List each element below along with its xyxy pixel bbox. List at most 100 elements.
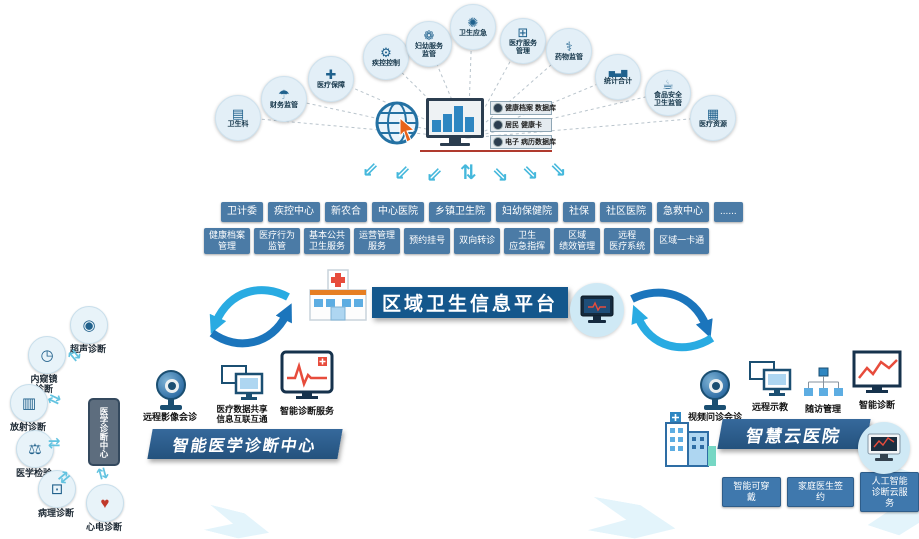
org-button[interactable]: 中心医院 [372, 202, 424, 222]
flower-icon: ❁ [423, 28, 435, 44]
org-button[interactable]: 乡镇卫生院 [429, 202, 491, 222]
node-health-section: ▤ 卫生科 [215, 95, 261, 141]
watermark-chevron [588, 497, 679, 539]
burst-icon: ✺ [467, 15, 479, 31]
node-maternal-child-supervision: ❁ 妇幼服务 监管 [406, 21, 452, 67]
diagnosis-center-banner: 智能医学诊断中心 [147, 429, 343, 459]
ecg-monitor-icon [280, 350, 334, 399]
webcam-icon [698, 370, 732, 410]
flow-arrow-down-right-icon: ⇘ [522, 162, 539, 184]
node-label: 药物监管 [555, 54, 583, 62]
ai-cloud-service-button[interactable]: 人工智能 诊断云服务 [860, 472, 919, 513]
org-button[interactable]: 妇幼保健院 [496, 202, 558, 222]
org-button[interactable]: 卫计委 [221, 202, 263, 222]
platform-service-button[interactable]: 区域一卡通 [654, 228, 710, 254]
wearable-button[interactable]: 智能可穿戴 [722, 477, 781, 507]
node-label: 统计合计 [604, 77, 632, 85]
flow-arrow-up-down-icon: ⇅ [460, 162, 477, 184]
diagnosis-hub-label: 医学诊断中心 [99, 406, 109, 458]
platform-monitor-badge [570, 283, 624, 337]
db-label: 居民 健康卡 [505, 122, 542, 129]
database-icon [493, 137, 503, 147]
cycle-arrows-right [630, 288, 715, 352]
platform-service-button[interactable]: 医疗行为 监管 [254, 228, 301, 254]
platform-service-button[interactable]: 基本公共 卫生服务 [304, 228, 351, 254]
dashboard-monitor-icon [426, 98, 484, 146]
node-finance-supervision: ☂ 财务监管 [261, 76, 307, 122]
org-button[interactable]: 急救中心 [657, 202, 709, 222]
flow-arrow-down-right-icon: ⇘ [492, 164, 509, 186]
heart-icon: ♥ [100, 494, 110, 512]
desk-line [420, 150, 552, 152]
xray-film-icon: ▥ [21, 395, 37, 412]
sat-label: 内窥镜 诊断 [30, 374, 58, 395]
node-drug-supervision: ⚕ 药物监管 [546, 28, 592, 74]
cloud-hospital-banner: 智慧云医院 [717, 419, 871, 449]
platform-service-button[interactable]: 区域 绩效管理 [554, 228, 601, 254]
org-button[interactable]: 新农合 [325, 202, 367, 222]
flow-arrow-down-left-icon: ⇙ [426, 164, 443, 186]
org-button-more[interactable]: ...... [714, 202, 743, 222]
platform-service-button[interactable]: 运营管理 服务 [354, 228, 401, 254]
dual-monitors-icon [221, 365, 264, 400]
node-label: 疾控控制 [372, 60, 400, 68]
service-label: 智能诊断服务 [279, 406, 334, 416]
database-emr: 电子 病历数据库 [490, 135, 556, 149]
sat-pathology: ⊡ [38, 470, 76, 508]
node-health-emergency: ✺ 卫生应急 [450, 4, 496, 50]
chart-monitor-icon [852, 350, 902, 393]
org-button[interactable]: 社区医院 [600, 202, 652, 222]
watermark-chevron [204, 505, 272, 539]
platform-service-button[interactable]: 双向转诊 [454, 228, 501, 254]
hospital-icon [309, 269, 367, 321]
sat-label: 超声诊断 [69, 344, 106, 354]
platform-title-banner: 区域卫生信息平台 [372, 287, 568, 318]
cloud-hospital-buttons: 智能可穿戴 家庭医生签约 人工智能 诊断云服务 [722, 472, 919, 513]
building-icon: ▦ [706, 106, 720, 122]
dual-monitors-icon [749, 361, 792, 396]
pill-icon: ⚕ [565, 39, 573, 55]
platform-service-row: 健康档案 管理 医疗行为 监管 基本公共 卫生服务 运营管理 服务 预约挂号 双… [204, 228, 710, 254]
service-label: 远程影像会诊 [142, 412, 197, 422]
pathology-icon: ⊡ [50, 481, 64, 498]
service-label: 随访管理 [804, 404, 841, 414]
umbrella-icon: ☂ [278, 87, 290, 103]
family-doctor-button[interactable]: 家庭医生签约 [786, 477, 855, 507]
sat-ecg: ♥ [86, 484, 124, 522]
node-food-safety: ☕ 食品安全 卫生监管 [645, 70, 691, 116]
org-button[interactable]: 社保 [563, 202, 595, 222]
organization-row: 卫计委 疾控中心 新农合 中心医院 乡镇卫生院 妇幼保健院 社保 社区医院 急救… [221, 202, 743, 222]
video-monitor-icon [580, 295, 614, 323]
node-medical-service-management: ⊞ 医疗服务 管理 [500, 18, 546, 64]
chart-screen-icon [867, 433, 901, 461]
flow-arrow-down-left-icon: ⇙ [362, 159, 379, 181]
webcam-icon [154, 370, 188, 410]
platform-title: 区域卫生信息平台 [381, 294, 558, 315]
platform-service-button[interactable]: 卫生 应急指挥 [504, 228, 551, 254]
org-button[interactable]: 疾控中心 [268, 202, 320, 222]
service-label: 远程示教 [751, 402, 788, 412]
node-label: 妇幼服务 监管 [415, 43, 443, 58]
cloud-monitor-badge [858, 422, 910, 474]
service-label: 医疗数据共享 信息互联互通 [216, 404, 268, 425]
db-label: 健康档案 数据库 [505, 105, 556, 112]
cycle-arrows-left [209, 286, 292, 348]
cursor-icon [399, 118, 416, 142]
diagnosis-hub-phone: 医学诊断中心 [88, 398, 120, 466]
node-label: 食品安全 卫生监管 [654, 92, 682, 107]
database-health-records: 健康档案 数据库 [490, 101, 556, 115]
node-medical-insurance: ✚ 医疗保障 [308, 56, 354, 102]
sat-endoscopy: ◷ [28, 336, 66, 374]
node-label: 卫生应急 [459, 30, 487, 38]
node-label: 财务监管 [270, 102, 298, 110]
db-label: 电子 病历数据库 [505, 139, 556, 146]
platform-service-button[interactable]: 预约挂号 [404, 228, 451, 254]
service-label: 智能诊断 [858, 400, 895, 410]
books-icon: ▤ [231, 106, 245, 122]
sat-label: 病理诊断 [37, 508, 74, 518]
gear-icon: ⚙ [380, 45, 392, 61]
platform-service-button[interactable]: 远程 医疗系统 [604, 228, 651, 254]
platform-service-button[interactable]: 健康档案 管理 [204, 228, 251, 254]
node-label: 医疗资源 [699, 121, 727, 129]
